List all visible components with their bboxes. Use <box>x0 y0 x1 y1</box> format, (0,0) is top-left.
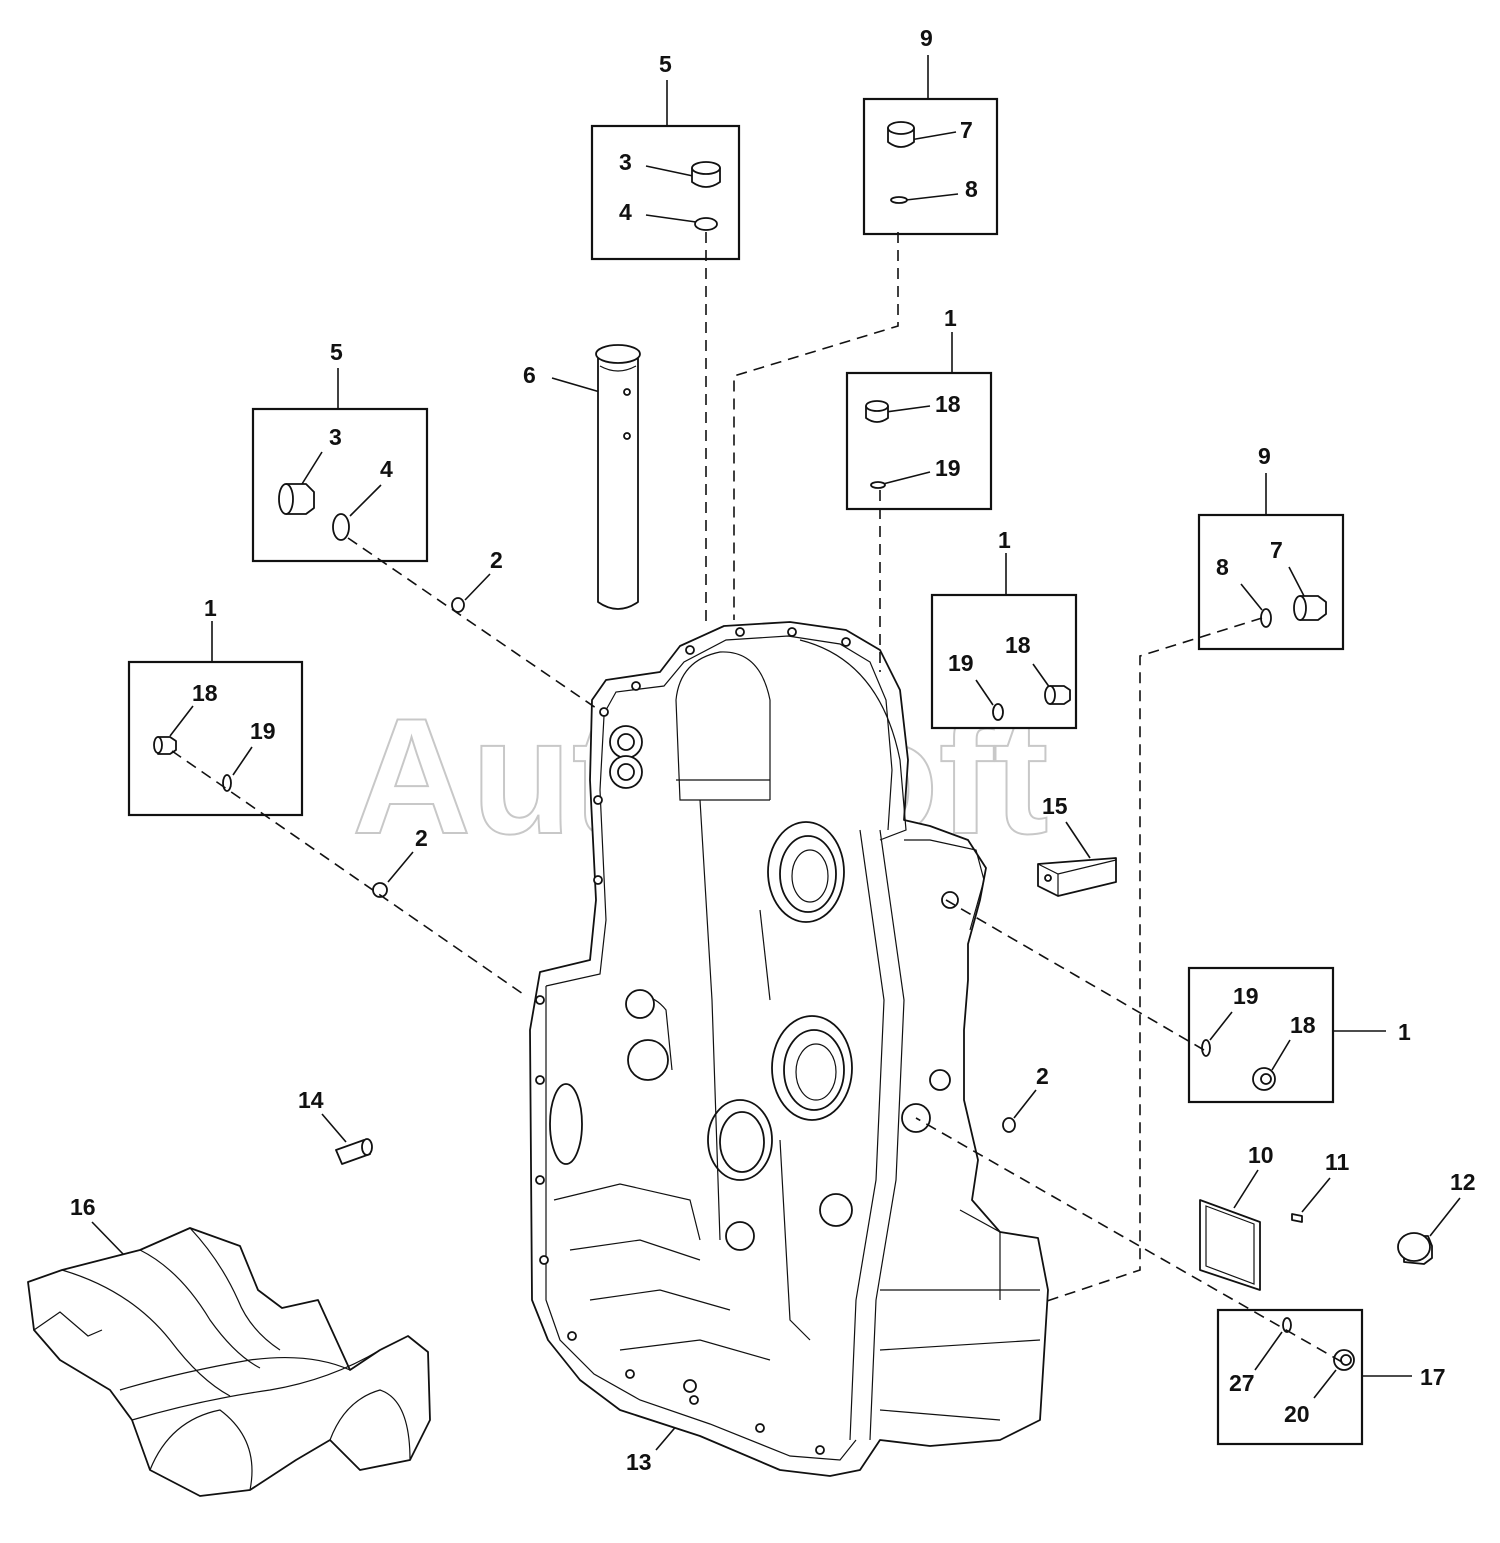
o-ring-part-19-left <box>222 774 232 792</box>
callout-18-right-lower: 18 <box>1290 1012 1316 1038</box>
callout-17: 17 <box>1420 1364 1446 1390</box>
kit-box-1-left: 1 18 19 <box>127 595 304 817</box>
tube-part-6: 6 <box>523 344 641 610</box>
kit-box-9-right: 9 8 7 <box>1197 443 1345 651</box>
pin-part-14: 14 <box>298 1087 373 1165</box>
callout-10: 10 <box>1248 1142 1274 1168</box>
callout-5-left: 5 <box>330 339 343 365</box>
callout-4-top: 4 <box>619 199 632 225</box>
callout-2-c: 2 <box>1036 1063 1049 1089</box>
callout-11: 11 <box>1325 1149 1350 1175</box>
plug-part-3-top <box>691 161 721 188</box>
callout-5-top: 5 <box>659 51 672 77</box>
plug-part-18-mid <box>865 400 889 423</box>
dowel-part-2-c: 2 <box>1002 1063 1049 1133</box>
flange-bolt-holes <box>535 627 851 1455</box>
plug-part-20 <box>1333 1349 1355 1371</box>
callout-2-a: 2 <box>490 547 503 573</box>
callout-15: 15 <box>1042 793 1068 819</box>
kit-box-9-top: 9 7 8 <box>862 25 999 236</box>
kit-box-5-top: 5 3 4 <box>590 51 741 261</box>
callout-3-top: 3 <box>619 149 632 175</box>
callout-8-top: 8 <box>965 176 978 202</box>
plug-part-7-right <box>1293 595 1327 621</box>
callout-19-right-lower: 19 <box>1233 983 1259 1009</box>
o-ring-part-4-top <box>694 217 718 231</box>
callout-9-top: 9 <box>920 25 933 51</box>
oil-pan-part-16: 16 <box>27 1194 431 1497</box>
callout-1-right-lower: 1 <box>1398 1019 1411 1045</box>
kit-box-1-mid: 1 18 19 <box>845 305 993 511</box>
plug-part-18-left <box>153 736 177 755</box>
callout-27: 27 <box>1229 1370 1255 1396</box>
o-ring-part-19-mid <box>870 481 886 489</box>
o-ring-part-19-right-lower <box>1201 1039 1211 1057</box>
callout-7-top: 7 <box>960 117 973 143</box>
kit-box-1-right-lower: 1 19 18 <box>1187 966 1411 1104</box>
o-ring-part-8-right <box>1260 608 1272 628</box>
callout-18-left: 18 <box>192 680 218 706</box>
plug-part-3-left <box>278 483 315 515</box>
plug-part-18-right-lower <box>1252 1067 1276 1091</box>
callout-2-b: 2 <box>415 825 428 851</box>
callout-14: 14 <box>298 1087 324 1113</box>
callout-16: 16 <box>70 1194 96 1220</box>
callout-18-right-upper: 18 <box>1005 632 1031 658</box>
cover-plate-part-10: 10 <box>1199 1142 1274 1291</box>
o-ring-part-8-top <box>890 196 908 204</box>
transmission-housing-part-13: 13 <box>529 621 1049 1477</box>
callout-20: 20 <box>1284 1401 1310 1427</box>
callout-6: 6 <box>523 362 536 388</box>
bracket-part-15: 15 <box>1037 793 1117 897</box>
plug-part-7-top <box>887 121 915 148</box>
callout-19-mid: 19 <box>935 455 961 481</box>
callout-18-mid: 18 <box>935 391 961 417</box>
o-ring-part-19-right-upper <box>992 703 1004 721</box>
screw-part-11: 11 <box>1291 1149 1350 1223</box>
callout-7-right: 7 <box>1270 537 1283 563</box>
callout-19-left: 19 <box>250 718 276 744</box>
callout-1-mid: 1 <box>944 305 957 331</box>
o-ring-part-27 <box>1282 1317 1292 1333</box>
callout-8-right: 8 <box>1216 554 1229 580</box>
o-ring-part-4-left <box>332 513 350 541</box>
callout-1-right-upper: 1 <box>998 527 1011 553</box>
callout-12: 12 <box>1450 1169 1476 1195</box>
callout-13: 13 <box>626 1449 652 1475</box>
callout-19-right-upper: 19 <box>948 650 974 676</box>
callout-1-left: 1 <box>204 595 217 621</box>
callout-3-left: 3 <box>329 424 342 450</box>
assembly-lines <box>171 232 1343 1363</box>
kit-box-17: 17 27 20 <box>1216 1308 1446 1446</box>
dowel-part-2-a: 2 <box>451 547 503 613</box>
callout-4-left: 4 <box>380 456 393 482</box>
kit-box-5-left: 5 3 4 <box>251 339 429 563</box>
plug-part-18-right-upper <box>1044 685 1071 705</box>
kit-box-1-right-upper: 1 19 18 <box>930 527 1078 730</box>
callout-9-right: 9 <box>1258 443 1271 469</box>
plug-part-12: 12 <box>1397 1169 1476 1265</box>
